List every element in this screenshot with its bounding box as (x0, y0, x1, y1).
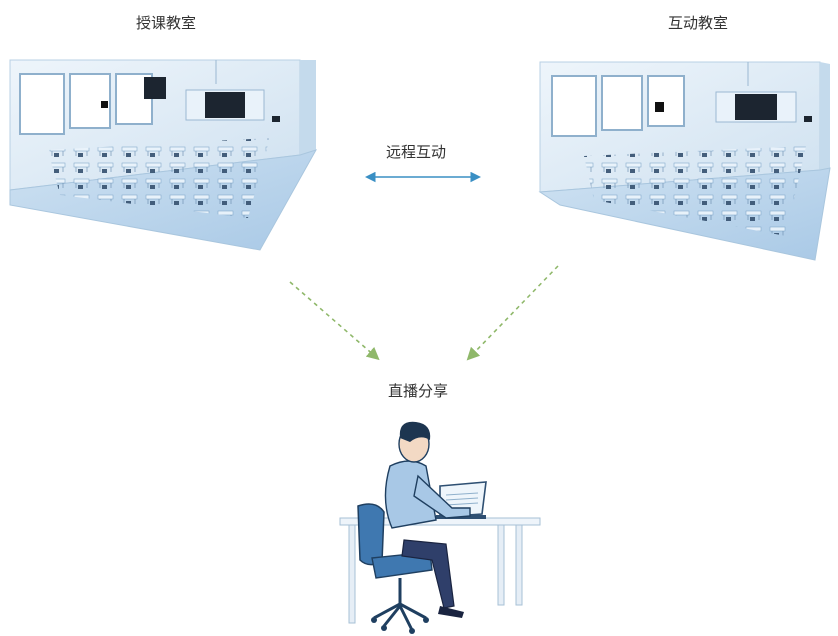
interactive-classroom-illustration (538, 61, 831, 261)
person-laptop-icon (339, 421, 541, 634)
remote-interaction-label: 远程互动 (386, 143, 447, 161)
teaching-classroom-label: 授课教室 (136, 14, 197, 32)
window-icon (19, 73, 65, 135)
live-sharing-label: 直播分享 (388, 382, 449, 400)
interactive-to-share-arrow (466, 265, 559, 361)
teaching-classroom-illustration (9, 59, 318, 251)
monitor-icon (144, 77, 166, 99)
teaching-to-share-arrow (289, 281, 380, 361)
interactive-classroom-label: 互动教室 (668, 14, 729, 32)
